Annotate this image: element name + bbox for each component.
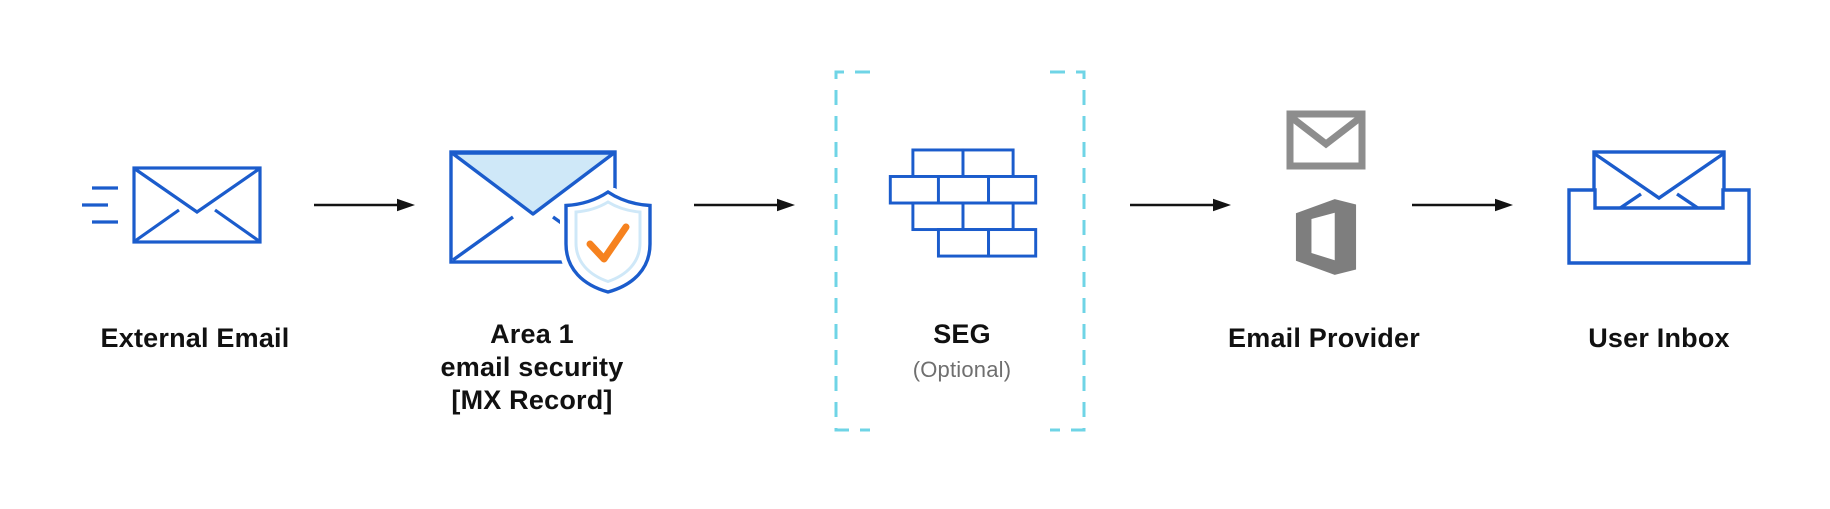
- flow-arrow-3: [1130, 198, 1231, 212]
- shield-check-icon: [560, 188, 656, 296]
- flow-arrow-4: [1412, 198, 1513, 212]
- flow-arrow-2: [694, 198, 795, 212]
- office-icon: [1295, 199, 1357, 275]
- envelope-icon: [132, 166, 262, 244]
- area1-label: Area 1 email security [MX Record]: [426, 318, 638, 417]
- area1-label-line3: [MX Record]: [451, 385, 613, 415]
- seg-optional-label: (Optional): [912, 357, 1012, 382]
- inbox-tray-icon: [1567, 188, 1751, 265]
- flow-arrow-1: [314, 198, 415, 212]
- seg-label-group: SEG (Optional): [862, 318, 1062, 386]
- email-provider-label: Email Provider: [1228, 323, 1420, 353]
- speed-lines-icon: [82, 186, 118, 224]
- firewall-bricks-icon: [888, 148, 1038, 258]
- external-email-label: External Email: [100, 323, 290, 353]
- check-mark-icon: [586, 223, 630, 263]
- gmail-icon: [1286, 110, 1366, 170]
- seg-optional-boundary: [834, 70, 1086, 432]
- area1-label-line1: Area 1: [490, 319, 574, 349]
- user-inbox-label: User Inbox: [1588, 323, 1730, 353]
- external-email-icon: [82, 166, 262, 244]
- area1-label-line2: email security: [440, 352, 624, 382]
- inbox-tray-envelope-icon: [1567, 150, 1751, 265]
- seg-label: SEG: [933, 319, 991, 349]
